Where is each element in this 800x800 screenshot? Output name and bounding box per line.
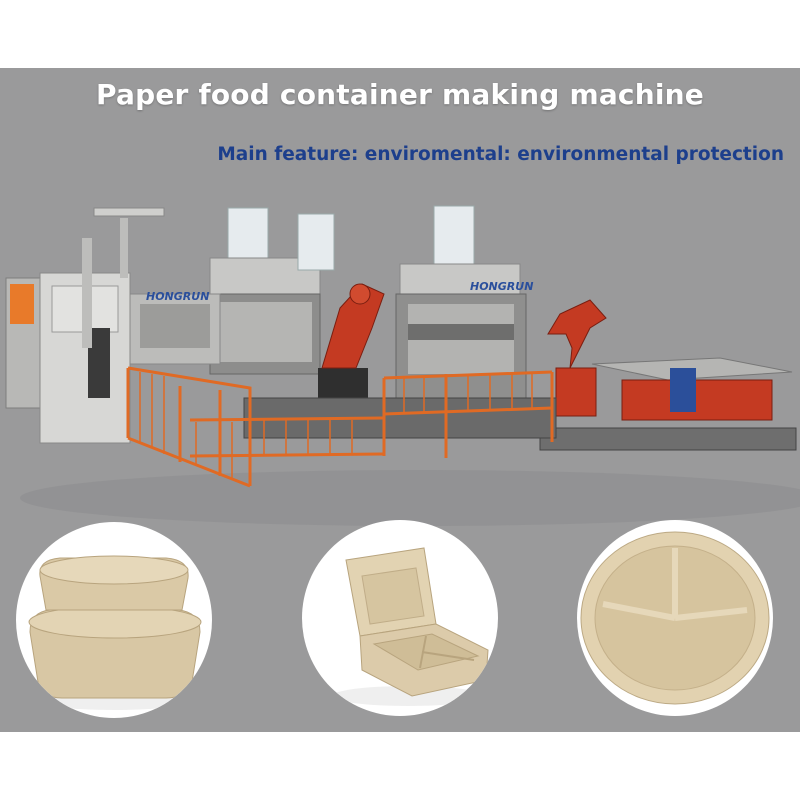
robot-arm-right — [547, 299, 607, 417]
left-cabinet — [5, 207, 165, 444]
product-bowls-photo — [16, 522, 212, 718]
product-banner: Paper food container making machine Main… — [0, 68, 800, 732]
forming-press-left: HONGRUN — [129, 207, 321, 375]
brand-label-2: HONGRUN — [470, 280, 533, 293]
safety-railing — [126, 366, 554, 488]
feature-subtitle: Main feature: enviromental: environmenta… — [217, 144, 784, 165]
product-plate-photo — [577, 520, 773, 716]
product-clamshell-photo — [302, 520, 498, 716]
brand-label-1: HONGRUN — [146, 290, 209, 303]
banner-title: Paper food container making machine — [96, 78, 704, 111]
forming-press-right: HONGRUN — [297, 205, 533, 405]
transfer-table — [539, 357, 797, 451]
robot-arm-center — [318, 283, 385, 408]
machine-line-illustration: HONGRUN HONGRUN — [5, 205, 800, 526]
